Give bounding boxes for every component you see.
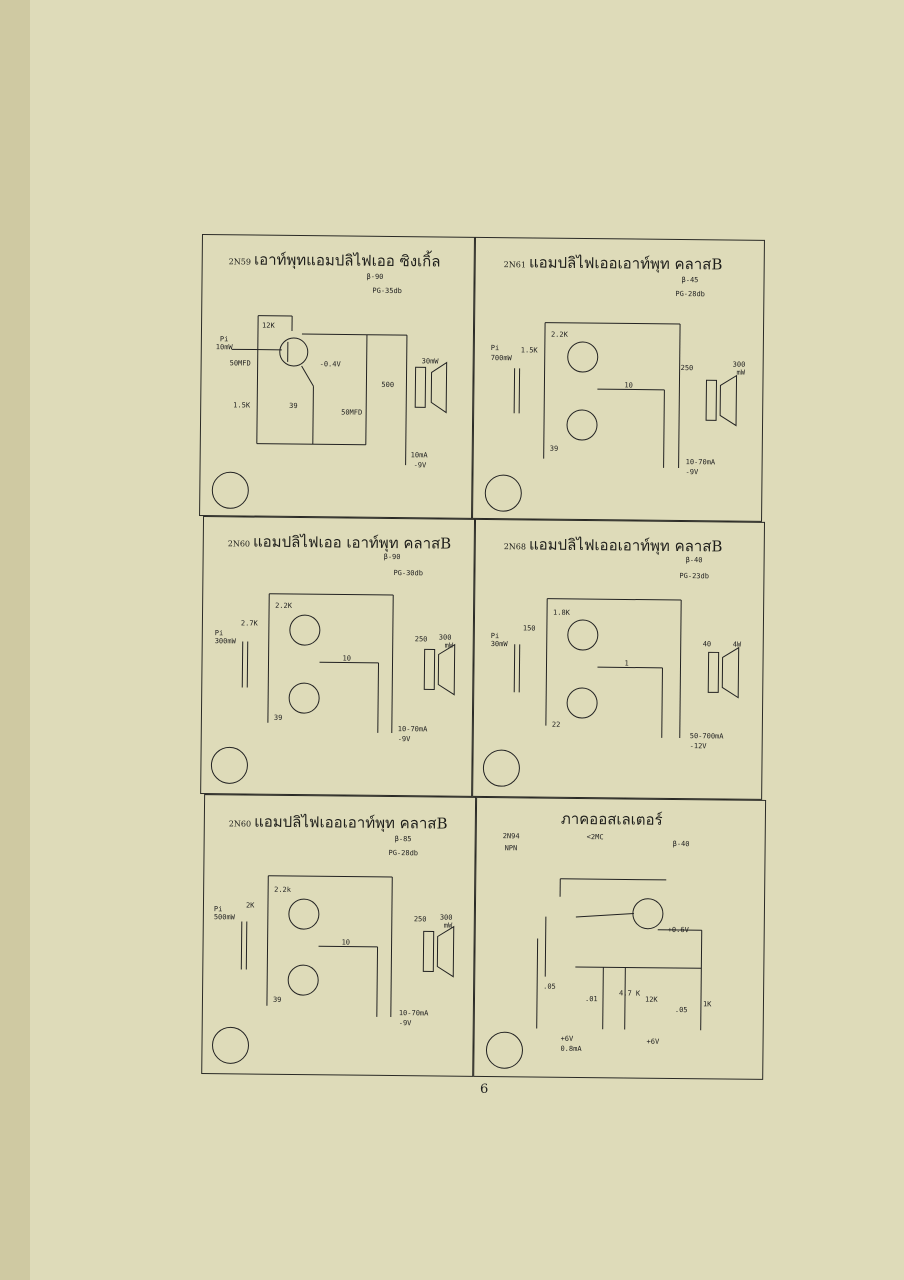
load-unit: mW	[444, 922, 453, 930]
load-unit: mW	[445, 642, 454, 650]
input-level: 30mW	[491, 640, 509, 648]
resistor-1: 4.7 K	[619, 989, 641, 997]
supply: -12V	[690, 742, 708, 750]
supply: -9V	[398, 735, 412, 743]
load: 300	[439, 634, 452, 642]
current: 10-70mA	[398, 725, 428, 733]
schematic-2n94: +0.6V .05 .01 4.7 K 12K .05 1K +6V 0.8mA…	[485, 878, 712, 1069]
cap-3: .05	[675, 1006, 688, 1014]
schematic-2n60-b: Pi 500mW 2K 2.2k 39 10 250 300 mW 10-70m…	[212, 875, 455, 1064]
input-level: 700mW	[491, 354, 513, 362]
schematic-2n61: Pi 700mW 1.5K 2.2K 39 10 250 300 mW 10-7…	[484, 322, 746, 512]
transformer: 250	[681, 364, 694, 372]
input-level: 10mW	[216, 343, 234, 351]
r-input: 2.7K	[241, 619, 259, 627]
r-emitter: 39	[289, 402, 298, 410]
transformer: 250	[414, 915, 427, 923]
r-bottom: 39	[550, 445, 559, 453]
load: 4W	[733, 641, 742, 649]
r-top: 2.2K	[275, 602, 293, 610]
resistor-2: 12K	[645, 996, 659, 1004]
supply-2: +6V	[647, 1038, 661, 1046]
r-bottom: 1.5K	[233, 401, 251, 409]
emitter-cap: 50MFD	[341, 408, 362, 416]
current: 10-70mA	[399, 1009, 429, 1017]
bias-voltage: +0.6V	[668, 926, 690, 934]
cap-2: .01	[585, 995, 598, 1003]
load: 300	[440, 914, 453, 922]
r-mid: 1	[624, 659, 628, 667]
input-level: 500mW	[214, 913, 236, 921]
r-mid: 10	[343, 654, 352, 662]
input-label: Pi	[220, 335, 229, 343]
r-input: 2K	[246, 901, 255, 909]
input-label: Pi	[214, 905, 223, 913]
r-mid: 10	[342, 939, 351, 947]
r-bottom: 39	[274, 714, 283, 722]
schematic-2n59: Pi 10mW 50MFD 12K 1.5K -0.4V 39 50MFD 50…	[211, 315, 448, 509]
r-bottom: 39	[273, 996, 282, 1004]
input-label: Pi	[491, 632, 500, 640]
r-top: 1.8K	[553, 609, 571, 617]
resistor-3: 1K	[703, 1000, 712, 1008]
current: 10mA	[411, 451, 429, 459]
input-cap: 50MFD	[230, 359, 251, 367]
r-input: 1.5K	[521, 346, 539, 354]
load-unit: mW	[737, 369, 746, 377]
schematic-2n68: Pi 30mW 150 1.8K 22 1 40 4W 50-700mA -12…	[482, 598, 742, 787]
current: 10-70mA	[686, 458, 716, 466]
supply-1: +6V	[561, 1035, 575, 1043]
input-level: 300mW	[215, 637, 237, 645]
bias-voltage: -0.4V	[320, 360, 342, 368]
schematic-2n60-a: Pi 300mW 2.7K 2.2K 39 10 250 300 mW 10-7…	[210, 593, 456, 784]
r-input: 150	[523, 624, 536, 632]
cap-1: .05	[543, 983, 556, 991]
transformer: 250	[415, 635, 428, 643]
current-1: 0.8mA	[560, 1045, 582, 1053]
panel-2n94: ภาคออสเลเตอร์ 2N94 NPN <2MC β-40 +0.6V .…	[473, 796, 767, 1080]
supply: -9V	[414, 461, 428, 469]
transformer: 500	[381, 381, 394, 389]
r-mid: 10	[624, 381, 633, 389]
r-top: 2.2k	[274, 886, 292, 894]
page-number: 6	[480, 1082, 489, 1097]
input-label: Pi	[491, 344, 500, 352]
book-spine	[0, 0, 30, 1280]
load: 300	[733, 361, 746, 369]
current: 50-700mA	[690, 732, 725, 740]
supply: -9V	[399, 1019, 413, 1027]
load: 30mW	[422, 357, 440, 365]
page-sheet	[30, 0, 904, 1280]
r-top: 12K	[262, 322, 276, 330]
input-label: Pi	[215, 629, 224, 637]
r-bottom: 22	[552, 721, 561, 729]
r-top: 2.2K	[551, 331, 569, 339]
supply: -9V	[685, 468, 699, 476]
transformer: 40	[703, 640, 712, 648]
